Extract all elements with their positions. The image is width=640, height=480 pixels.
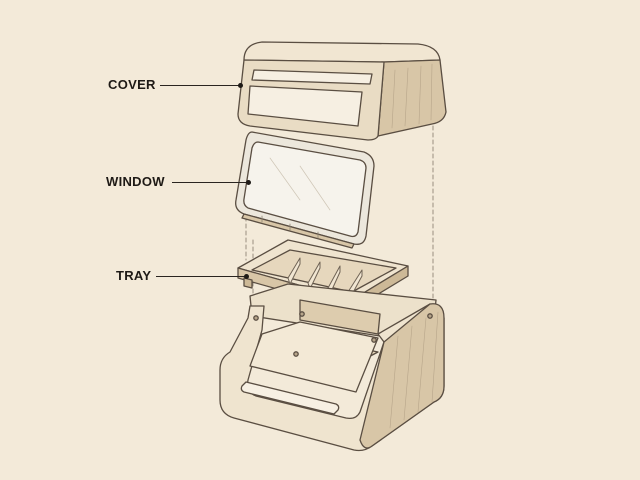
cover-label: COVER: [108, 77, 156, 92]
cover-leader-line: [160, 85, 240, 86]
window-leader-dot: [246, 180, 251, 185]
base-part: [219, 283, 445, 452]
window-part: [235, 131, 375, 249]
tray-label: TRAY: [116, 268, 152, 283]
cover-leader-dot: [238, 83, 243, 88]
window-leader-line: [172, 182, 248, 183]
cover-part: [237, 41, 447, 141]
tray-leader-dot: [244, 274, 249, 279]
tray-leader-line: [156, 276, 246, 277]
window-label: WINDOW: [106, 174, 165, 189]
